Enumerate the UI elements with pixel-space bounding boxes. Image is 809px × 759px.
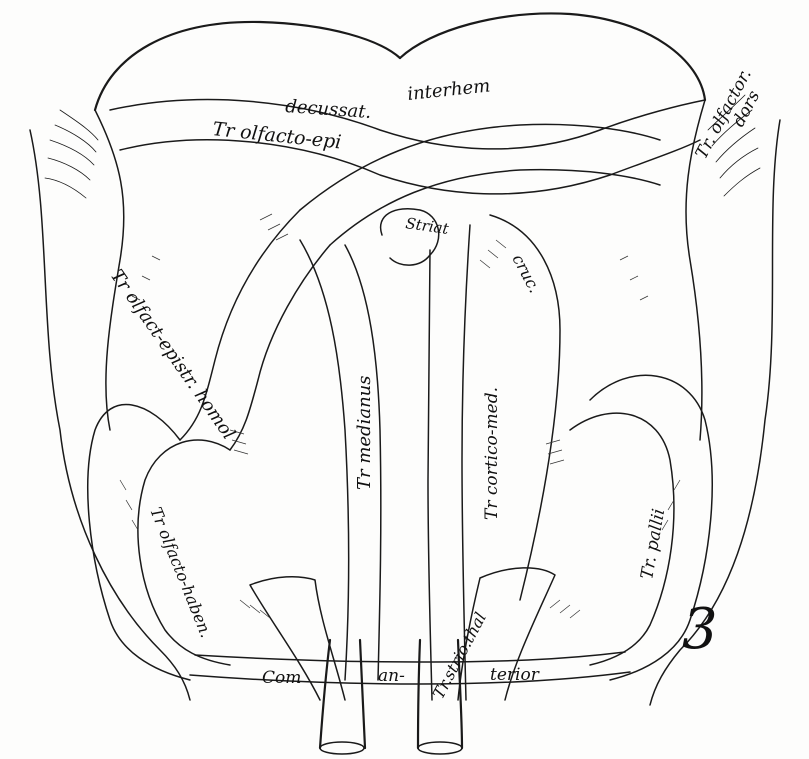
- decussation-upper-band: [110, 100, 705, 149]
- label-interhem: interhem: [406, 75, 491, 105]
- label-striat: Striat: [404, 214, 450, 238]
- label-tr-pallii: Tr. pallii: [637, 507, 669, 581]
- tr-olfact-epistr-inner: [230, 245, 330, 450]
- label-tr-olfacto-epi: Tr olfacto-epi: [211, 118, 342, 153]
- right-stem-outer: [418, 640, 420, 748]
- left-stem-cut: [320, 742, 364, 754]
- left-stem-inner: [360, 640, 365, 748]
- label-decussat: decussat.: [285, 96, 372, 123]
- label-com: Com: [262, 668, 301, 688]
- decussation-lower-band: [120, 140, 700, 194]
- label-cruc: cruc.: [508, 251, 544, 296]
- label-tr-olfact-epistr-homol: Tr olfact-epistr. homol: [106, 266, 239, 444]
- label-an: an-: [378, 666, 405, 686]
- label-tr-olfacto-haben: Tr olfacto-haben.: [146, 504, 216, 640]
- tr-medianus-left-edge: [300, 240, 349, 680]
- interhem-tract-lower: [330, 170, 660, 245]
- figure-number: 3: [682, 597, 718, 662]
- interhem-tract-upper: [300, 124, 660, 210]
- left-outer-wall: [30, 130, 190, 700]
- label-tr-medianus: Tr medianus: [354, 376, 375, 491]
- commissura-anterior-lower: [190, 672, 630, 684]
- left-crease-lines: [45, 110, 98, 198]
- right-stem-cut: [418, 742, 462, 754]
- left-stem-outer: [320, 640, 330, 748]
- label-terior: terior: [490, 665, 540, 685]
- commissura-anterior-upper: [195, 652, 625, 662]
- tr-cortico-med-left-edge: [428, 250, 432, 700]
- label-tr-cortico-med: Tr cortico-med.: [482, 387, 502, 520]
- outer-contour-left: [95, 22, 400, 110]
